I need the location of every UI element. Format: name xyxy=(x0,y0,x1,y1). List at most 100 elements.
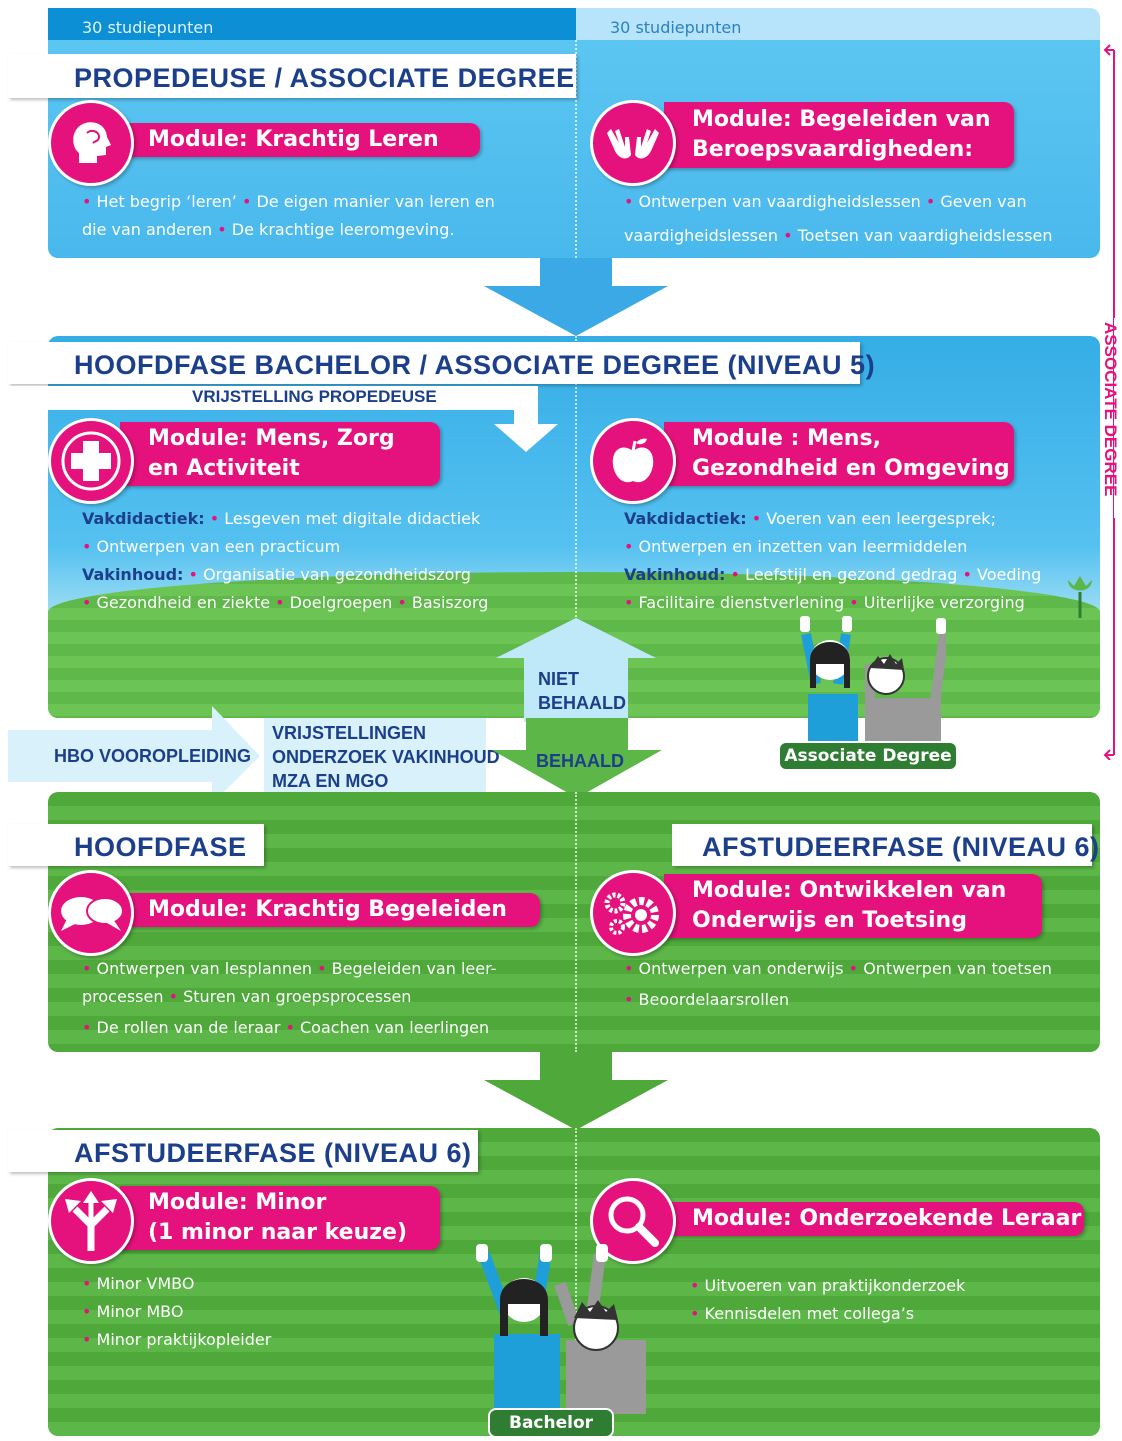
module-title-line: (1 minor naar keuze) xyxy=(148,1220,408,1245)
mens-zorg-text: • Lesgeven met digitale didactiek xyxy=(209,509,481,528)
mens-gezondheid-line-1: Vakdidactiek: • Voeren van een leergespr… xyxy=(624,505,996,533)
vrijstellingen-line-2: ONDERZOEK VAKINHOUD xyxy=(272,747,500,767)
hoofdfase-bachelor-title: HOOFDFASE BACHELOR / ASSOCIATE DEGREE (N… xyxy=(74,350,876,380)
medical-cross-icon xyxy=(48,418,134,504)
studiepunten-right-label: 30 studiepunten xyxy=(610,18,742,37)
minor-line-1: • Minor VMBO xyxy=(82,1274,195,1293)
krachtig-begeleiden-line-3: • De rollen van de leraar • Coachen van … xyxy=(82,1018,490,1037)
afstudeerfase-title: AFSTUDEERFASE (NIVEAU 6) xyxy=(74,1138,472,1168)
mens-gezondheid-text: • Leefstijl en gezond gedrag • Voeding xyxy=(730,565,1042,584)
associate-degree-badge: Associate Degree xyxy=(778,741,958,771)
module-beroepsvaardigheden-pill: Module: Begeleiden van Beroepsvaardighed… xyxy=(664,102,1014,168)
mens-gezondheid-text: • Facilitaire dienstverlening • Uiterlij… xyxy=(624,593,1025,612)
mens-zorg-text: • Gezondheid en ziekte • Doelgroepen • B… xyxy=(82,593,489,612)
down-arrow-3 xyxy=(484,1052,668,1130)
behaald-down-arrow xyxy=(492,718,662,798)
hbo-vooropleiding-arrow xyxy=(8,706,486,802)
module-mens-gezondheid-pill: Module : Mens, Gezondheid en Omgeving xyxy=(664,422,1014,486)
hoofdfase-header: HOOFDFASE xyxy=(8,824,264,866)
niet-behaald-up-arrow xyxy=(496,618,656,722)
vrijstellingen-line-1: VRIJSTELLINGEN xyxy=(272,723,427,743)
mens-gezondheid-line-3: Vakinhoud: • Leefstijl en gezond gedrag … xyxy=(624,561,1041,589)
module-title-line: Module: Onderzoekende Leraar xyxy=(692,1206,1082,1231)
mens-zorg-line-2: • Ontwerpen van een practicum xyxy=(82,533,340,561)
mens-zorg-line-3: Vakinhoud: • Organisatie van gezondheids… xyxy=(82,561,471,589)
module-title-line: Module: Krachtig Leren xyxy=(148,127,439,152)
krachtig-leren-line-2: die van anderen • De krachtige leeromgev… xyxy=(82,220,455,239)
minor-line-3: • Minor praktijkopleider xyxy=(82,1330,272,1349)
module-title-line: Module : Mens, xyxy=(692,426,881,451)
module-krachtig-leren-pill: Module: Krachtig Leren xyxy=(120,123,480,157)
bachelor-figures xyxy=(476,1244,646,1414)
mens-gezondheid-text: • Ontwerpen en inzetten van leermiddelen xyxy=(624,537,968,556)
vakinhoud-label: Vakinhoud: xyxy=(82,565,184,584)
module-mens-zorg-pill: Module: Mens, Zorg en Activiteit xyxy=(120,422,440,486)
module-minor-pill: Module: Minor (1 minor naar keuze) xyxy=(120,1186,440,1250)
vrijstelling-propedeuse-label: VRIJSTELLING PROPEDEUSE xyxy=(192,387,437,406)
split-arrows-icon xyxy=(48,1178,134,1264)
minor-line-2: • Minor MBO xyxy=(82,1302,184,1321)
afstudeerfase-header: AFSTUDEERFASE (NIVEAU 6) xyxy=(8,1130,478,1172)
niet-behaald-label-2: BEHAALD xyxy=(538,693,626,713)
associate-degree-figures xyxy=(800,616,946,754)
mens-zorg-line-4: • Gezondheid en ziekte • Doelgroepen • B… xyxy=(82,589,488,617)
vakinhoud-label: Vakinhoud: xyxy=(624,565,726,584)
vakdidactiek-label: Vakdidactiek: xyxy=(624,509,747,528)
beroepsvaardigheden-line-1: • Ontwerpen van vaardigheidslessen • Gev… xyxy=(624,192,1027,211)
module-title-line: Beroepsvaardigheden: xyxy=(692,137,974,162)
gears-icon xyxy=(590,870,676,956)
niet-behaald-label-1: NIET xyxy=(538,669,580,689)
module-krachtig-begeleiden-pill: Module: Krachtig Begeleiden xyxy=(120,893,540,927)
mens-zorg-text: • Organisatie van gezondheidszorg xyxy=(188,565,471,584)
krachtig-begeleiden-line-2: processen • Sturen van groepsprocessen xyxy=(82,987,412,1006)
module-title-line: Module: Begeleiden van xyxy=(692,107,991,132)
bachelor-badge: Bachelor xyxy=(488,1408,614,1438)
propedeuse-header: PROPEDEUSE / ASSOCIATE DEGREE xyxy=(8,54,576,98)
onderwijs-toetsing-line-2: • Beoordelaarsrollen xyxy=(624,990,790,1009)
module-title-line: Onderwijs en Toetsing xyxy=(692,908,967,933)
apple-icon xyxy=(590,418,676,504)
studiepunten-left-label: 30 studiepunten xyxy=(82,18,214,37)
propedeuse-title: PROPEDEUSE / ASSOCIATE DEGREE xyxy=(74,63,575,93)
mens-gezondheid-line-2: • Ontwerpen en inzetten van leermiddelen xyxy=(624,533,967,561)
studiepunten-right-bar: 30 studiepunten xyxy=(576,8,1100,46)
studiepunten-left-bar: 30 studiepunten xyxy=(48,8,576,46)
module-title-line: Module: Mens, Zorg xyxy=(148,426,395,451)
module-title-line: Gezondheid en Omgeving xyxy=(692,456,1010,481)
module-title-line: Module: Minor xyxy=(148,1190,327,1215)
head-icon xyxy=(48,100,134,186)
column-divider xyxy=(575,336,577,716)
module-title-line: en Activiteit xyxy=(148,456,300,481)
module-onderwijs-toetsing-pill: Module: Ontwikkelen van Onderwijs en Toe… xyxy=(664,874,1042,938)
down-arrow-1 xyxy=(484,258,668,336)
hbo-vooropleiding-label: HBO VOOROPLEIDING xyxy=(54,746,252,766)
vakdidactiek-label: Vakdidactiek: xyxy=(82,509,205,528)
mens-zorg-line-1: Vakdidactiek: • Lesgeven met digitale di… xyxy=(82,505,480,533)
onderzoekende-leraar-line-1: • Uitvoeren van praktijkonderzoek xyxy=(690,1276,966,1295)
onderzoekende-leraar-line-2: • Kennisdelen met collega’s xyxy=(690,1304,915,1323)
module-title-line: Module: Krachtig Begeleiden xyxy=(148,897,507,922)
module-onderzoekende-leraar-pill: Module: Onderzoekende Leraar xyxy=(664,1202,1084,1236)
afstudeerfase-right-title: AFSTUDEERFASE (NIVEAU 6) xyxy=(702,832,1100,862)
krachtig-begeleiden-line-1: • Ontwerpen van lesplannen • Begeleiden … xyxy=(82,959,497,978)
krachtig-leren-line-1: • Het begrip ‘leren’ • De eigen manier v… xyxy=(82,192,495,211)
afstudeerfase-right-header: AFSTUDEERFASE (NIVEAU 6) xyxy=(672,824,1099,866)
vrijstellingen-line-3: MZA EN MGO xyxy=(272,771,389,791)
associate-degree-side-label: ASSOCIATE DEGREE xyxy=(1101,322,1120,497)
speech-bubbles-icon xyxy=(48,870,134,956)
mens-gezondheid-text: • Voeren van een leergesprek; xyxy=(751,509,996,528)
behaald-label: BEHAALD xyxy=(536,751,624,771)
flower-icon xyxy=(1068,576,1092,618)
module-title-line: Module: Ontwikkelen van xyxy=(692,878,1007,903)
hoofdfase-title: HOOFDFASE xyxy=(74,832,247,862)
column-divider xyxy=(575,792,577,1052)
hands-icon xyxy=(590,100,676,186)
mens-gezondheid-line-4: • Facilitaire dienstverlening • Uiterlij… xyxy=(624,589,1025,617)
hoofdfase-bachelor-header: HOOFDFASE BACHELOR / ASSOCIATE DEGREE (N… xyxy=(8,342,875,384)
vrijstelling-propedeuse-arrow xyxy=(8,386,558,452)
mens-zorg-text: • Ontwerpen van een practicum xyxy=(82,537,341,556)
column-divider xyxy=(575,1128,577,1428)
side-label-backdrop xyxy=(1114,318,1122,518)
beroepsvaardigheden-line-2: vaardigheidslessen • Toetsen van vaardig… xyxy=(624,226,1053,245)
onderwijs-toetsing-line-1: • Ontwerpen van onderwijs • Ontwerpen va… xyxy=(624,959,1052,978)
